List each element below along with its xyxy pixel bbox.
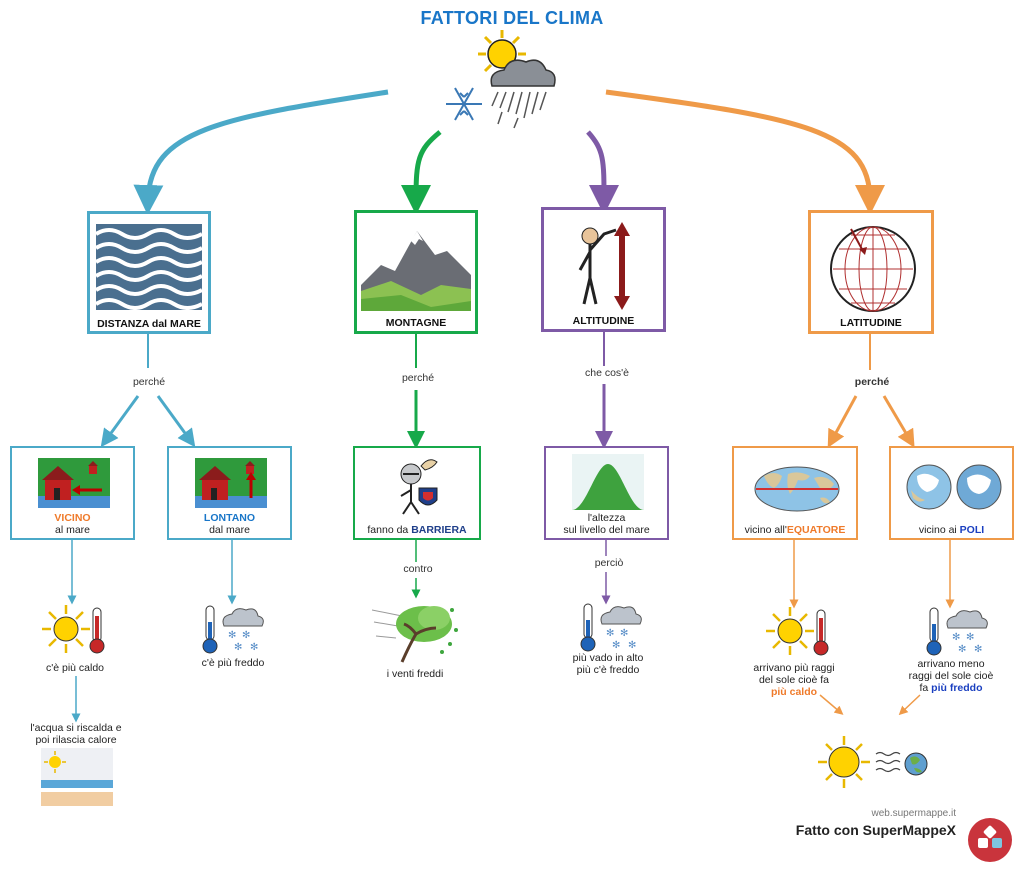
text-alto: più vado in alto più c'è freddo: [572, 652, 644, 676]
node-altitudine[interactable]: ALTITUDINE: [541, 207, 666, 332]
svg-text:✻: ✻: [958, 644, 966, 655]
node-text: fanno da BARRIERA: [367, 524, 467, 536]
link-word-che-cose: che cos'è: [572, 367, 642, 379]
svg-text:✻: ✻: [974, 644, 982, 655]
globe-grid-icon: [830, 226, 916, 312]
footer-url[interactable]: web.supermappe.it: [871, 808, 957, 819]
sun-thermometer-icon: [766, 607, 829, 656]
map-title: FATTORI DEL CLIMA: [420, 8, 604, 28]
link-word-percio: perciò: [584, 557, 634, 569]
text-lat-freddo: arrivano meno raggi del sole cioè fa più…: [908, 658, 994, 694]
node-distanza-mare[interactable]: DISTANZA dal MARE: [87, 211, 211, 334]
text-caldo: c'è più caldo: [45, 662, 105, 674]
link-clima-latitudine: [605, 89, 885, 215]
link-clima-montagne: [401, 130, 442, 215]
house-far-sea-icon: [195, 458, 267, 508]
weather-icon: [446, 30, 556, 129]
text-venti: i venti freddi: [386, 668, 444, 680]
text-acqua: l'acqua si riscalda e poi rilascia calor…: [30, 722, 122, 746]
link-clima-distanza: [133, 89, 389, 215]
link-word-contro: contro: [394, 563, 442, 575]
node-label: ALTITUDINE: [572, 315, 635, 327]
node-latitudine[interactable]: LATITUDINE: [808, 210, 934, 334]
node-text: LONTANO dal mare: [203, 512, 256, 536]
svg-text:✻: ✻: [250, 642, 258, 653]
hill-icon: [572, 454, 644, 510]
node-poli[interactable]: vicino ai POLI: [889, 446, 1014, 540]
svg-text:✻: ✻: [606, 628, 614, 639]
supermappe-logo-icon: [968, 818, 1012, 862]
knight-shield-icon: [400, 459, 438, 515]
svg-text:✻: ✻: [612, 640, 620, 651]
svg-text:✻: ✻: [242, 630, 250, 641]
svg-text:✻: ✻: [228, 630, 236, 641]
snow-thermometer-icon: ✻✻✻✻: [926, 607, 988, 656]
node-barriera[interactable]: fanno da BARRIERA: [353, 446, 481, 540]
sun-thermometer-icon: [42, 605, 105, 654]
snow-thermometer-icon: ✻✻✻✻: [202, 605, 264, 654]
svg-text:✻: ✻: [234, 642, 242, 653]
snow-thermometer-icon: ✻✻✻✻: [580, 603, 642, 652]
node-vicino-mare[interactable]: VICINO al mare: [10, 446, 135, 540]
footer-brand: Fatto con SuperMappeX: [795, 822, 956, 838]
node-text: vicino ai POLI: [918, 524, 985, 536]
svg-text:✻: ✻: [966, 632, 974, 643]
height-person-icon: [578, 222, 630, 310]
node-label: MONTAGNE: [385, 317, 447, 329]
link-word-perche: perché: [124, 376, 174, 388]
node-altezza[interactable]: l'altezza sul livello del mare: [544, 446, 669, 540]
mountain-icon: [361, 225, 471, 311]
svg-text:✻: ✻: [628, 640, 636, 651]
node-lontano-mare[interactable]: LONTANO dal mare: [167, 446, 292, 540]
node-equatore[interactable]: vicino all'EQUATORE: [732, 446, 858, 540]
link-word-perche: perché: [390, 372, 446, 384]
node-text: l'altezza sul livello del mare: [563, 512, 650, 536]
text-lat-caldo: arrivano più raggi del sole cioè fa più …: [753, 662, 835, 698]
sun-rays-earth-icon: [818, 736, 928, 788]
node-label: DISTANZA dal MARE: [97, 318, 201, 330]
world-map-equator-icon: [754, 466, 840, 512]
link-clima-altitudine: [586, 130, 619, 215]
svg-text:✻: ✻: [620, 628, 628, 639]
svg-text:✻: ✻: [952, 632, 960, 643]
node-text: vicino all'EQUATORE: [744, 524, 846, 536]
house-near-sea-icon: [38, 458, 110, 508]
node-text: VICINO al mare: [54, 512, 91, 536]
node-label: LATITUDINE: [840, 317, 902, 329]
wind-tree-icon: [372, 606, 458, 663]
polar-globes-icon: [906, 464, 1002, 510]
node-montagne[interactable]: MONTAGNE: [354, 210, 478, 334]
text-freddo: c'è più freddo: [201, 657, 265, 669]
sea-waves-icon: [96, 224, 202, 310]
link-word-perche: perché: [846, 376, 898, 388]
beach-sun-icon: [41, 748, 113, 806]
